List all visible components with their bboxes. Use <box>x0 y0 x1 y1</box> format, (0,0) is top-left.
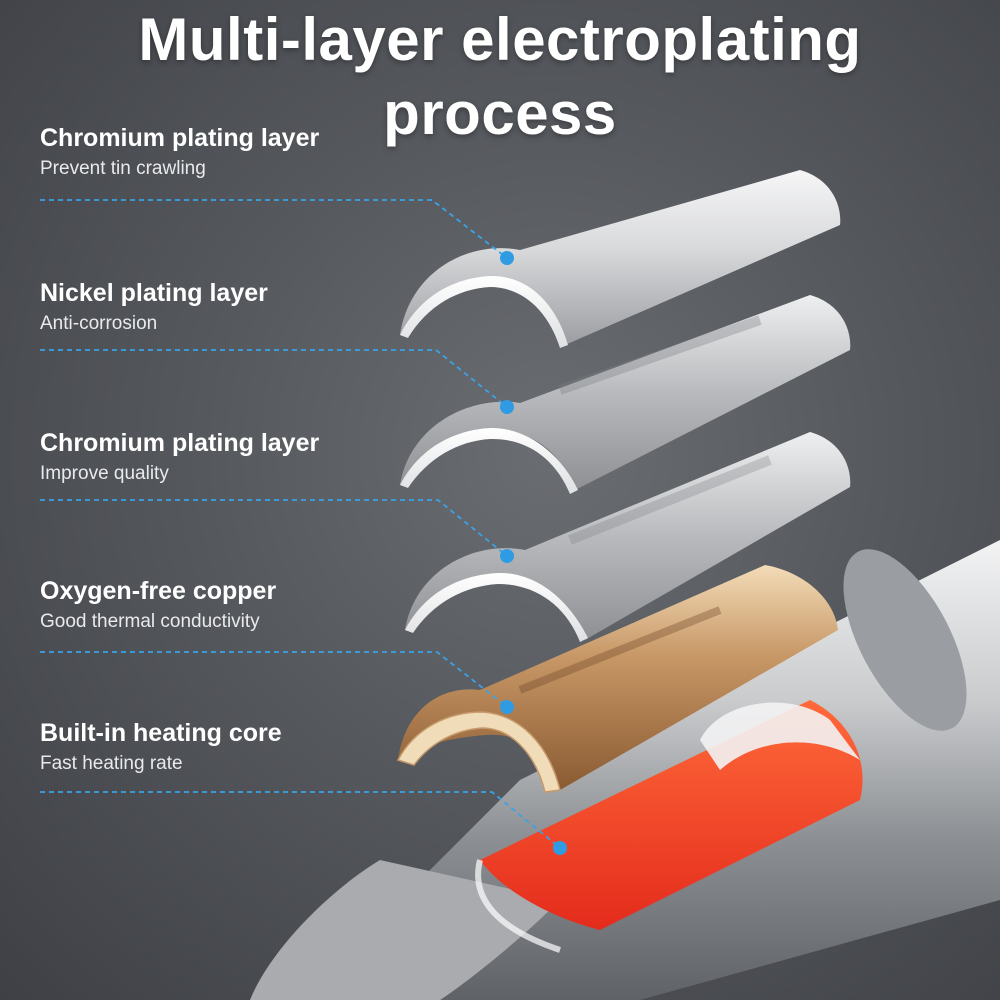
layer-chromium-top <box>400 170 841 348</box>
layer-label-1: Chromium plating layer Prevent tin crawl… <box>40 123 319 181</box>
layer-name: Oxygen-free copper <box>40 577 277 605</box>
leader-line-1 <box>40 199 508 259</box>
leader-line-4 <box>40 651 508 708</box>
layer-label-5: Built-in heating core Fast heating rate <box>40 718 282 776</box>
layer-description: Improve quality <box>40 463 169 484</box>
layer-name: Nickel plating layer <box>40 279 268 307</box>
leader-dot-2 <box>500 400 514 414</box>
leader-dot-3 <box>500 549 514 563</box>
leader-lines <box>40 199 561 849</box>
page-title-line2: process <box>383 80 617 147</box>
layer-nickel <box>400 295 851 494</box>
layer-chromium-mid <box>405 432 851 642</box>
layer-label-4: Oxygen-free copper Good thermal conducti… <box>40 576 276 634</box>
leader-dot-1 <box>500 251 514 265</box>
layer-description: Fast heating rate <box>40 753 183 774</box>
layer-description: Anti-corrosion <box>40 313 158 334</box>
layer-name: Chromium plating layer <box>40 429 320 457</box>
leader-line-2 <box>40 349 508 408</box>
layer-label-2: Nickel plating layer Anti-corrosion <box>40 278 268 336</box>
page-title-line1: Multi-layer electroplating <box>138 6 862 73</box>
leader-dot-4 <box>500 700 514 714</box>
leader-dot-5 <box>553 841 567 855</box>
leader-line-3 <box>40 499 508 557</box>
leader-line-5 <box>40 791 561 849</box>
heating-core-window <box>475 700 863 953</box>
layer-name: Built-in heating core <box>40 719 282 747</box>
layer-description: Prevent tin crawling <box>40 158 206 179</box>
leader-dots <box>500 251 567 855</box>
layer-label-3: Chromium plating layer Improve quality <box>40 428 319 486</box>
layer-name: Chromium plating layer <box>40 124 320 152</box>
layer-description: Good thermal conductivity <box>40 611 260 632</box>
layer-copper <box>396 565 838 793</box>
